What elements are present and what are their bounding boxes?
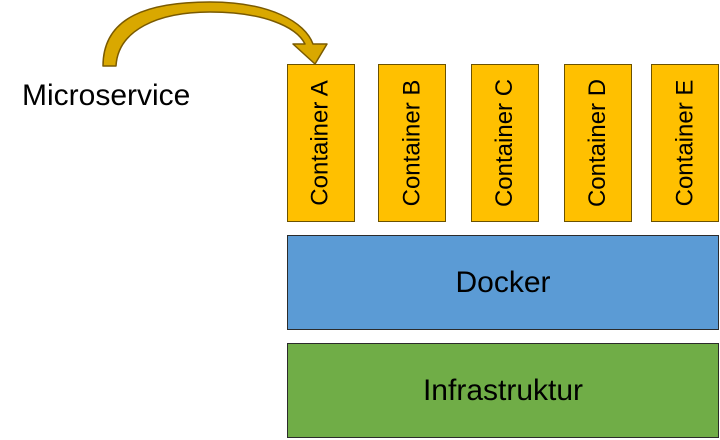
container-b: Container B bbox=[378, 64, 446, 222]
container-d-label: Container D bbox=[584, 78, 611, 208]
infrastructure-layer-label: Infrastruktur bbox=[422, 373, 584, 407]
container-d: Container D bbox=[564, 64, 632, 222]
container-a-label: Container A bbox=[307, 80, 335, 206]
microservice-label: Microservice bbox=[22, 79, 191, 112]
container-c-label: Container C bbox=[491, 78, 518, 208]
container-c: Container C bbox=[471, 64, 539, 222]
container-e: Container E bbox=[651, 64, 719, 222]
infrastructure-layer: Infrastruktur bbox=[287, 343, 719, 438]
container-e-label: Container E bbox=[671, 79, 698, 207]
docker-layer-label: Docker bbox=[455, 265, 551, 299]
docker-layer: Docker bbox=[287, 235, 719, 330]
container-a: Container A bbox=[287, 64, 355, 222]
container-b-label: Container B bbox=[398, 79, 425, 207]
